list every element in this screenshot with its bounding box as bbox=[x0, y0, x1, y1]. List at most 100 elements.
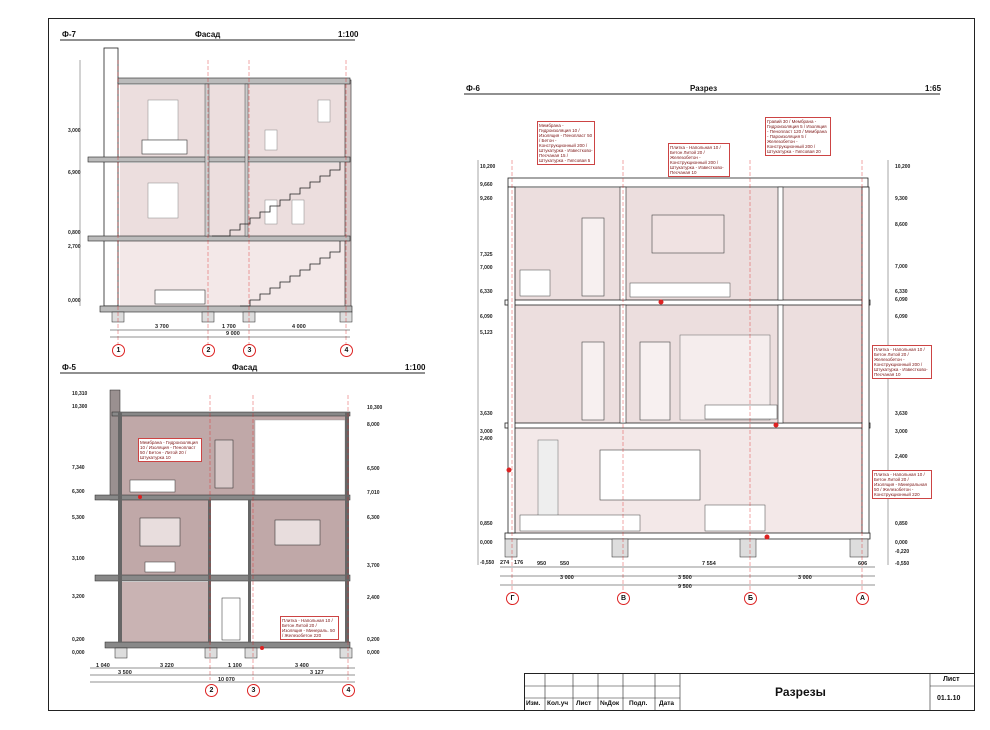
f6-note-2: Плитка - Напольная 10 / Бетон Литой 20 /… bbox=[668, 143, 730, 177]
f7-title: Фасад bbox=[195, 30, 221, 39]
f6-level-r9: 3,000 bbox=[895, 429, 908, 435]
f6-dim-total: 9 500 bbox=[678, 584, 692, 590]
f6-note-5: Плитка - Напольная 10 / Бетон Литой 20 /… bbox=[872, 470, 932, 499]
f6-level-r8: 3,630 bbox=[895, 411, 908, 417]
sheet-label: Лист bbox=[943, 676, 960, 683]
f6-dim-6: 606 bbox=[858, 561, 868, 567]
f6-level-l1: 10,200 bbox=[480, 164, 496, 170]
title-block-lines bbox=[524, 673, 975, 711]
f5-level-r5: 6,300 bbox=[367, 515, 380, 521]
f6-level-l5: 7,000 bbox=[480, 265, 493, 271]
f5-dim-2: 3 220 bbox=[160, 663, 174, 669]
f5-level-r1: 10,300 bbox=[367, 405, 383, 411]
f5-note-1: Мембрана - Гидроизоляция 10 / Изоляция -… bbox=[138, 438, 202, 462]
sheet-frame bbox=[48, 18, 975, 711]
f5-axis-3: 3 bbox=[247, 684, 260, 697]
f5-level-l3: 7,340 bbox=[72, 465, 85, 471]
stamp-izm: Изм. bbox=[526, 700, 541, 707]
f6-dim-mid-3: 3 000 bbox=[798, 575, 812, 581]
f5-dim-5: 3 500 bbox=[118, 670, 132, 676]
f6-dim-mid-2: 3 500 bbox=[678, 575, 692, 581]
f6-dim-3: 950 bbox=[537, 561, 547, 567]
f5-code: Ф-5 bbox=[62, 363, 76, 372]
f7-axis-1: 1 bbox=[112, 344, 125, 357]
f6-level-l7: 6,090 bbox=[480, 314, 493, 320]
f6-code: Ф-6 bbox=[466, 84, 480, 93]
f5-dim-1: 1 040 bbox=[96, 663, 110, 669]
f7-dim-1: 3 700 bbox=[155, 324, 169, 330]
f6-note-4: Плитка - Напольная 10 / Бетон Литой 20 /… bbox=[872, 345, 932, 379]
f6-axis-b: Б bbox=[744, 592, 757, 605]
f6-scale: 1:65 bbox=[925, 84, 942, 93]
f6-dim-4: 550 bbox=[560, 561, 570, 567]
f6-title: Разрез bbox=[690, 84, 718, 93]
stamp-data: Дата bbox=[659, 700, 675, 707]
f6-level-r5: 6,330 bbox=[895, 289, 908, 295]
f5-level-r8: 0,200 bbox=[367, 637, 380, 643]
sheet-number: 01.1.10 bbox=[937, 695, 961, 702]
f6-level-l4: 7,325 bbox=[480, 252, 493, 258]
f6-level-r4: 7,000 bbox=[895, 264, 908, 270]
f6-dim-1: 274 bbox=[500, 560, 510, 566]
f5-dim-total: 10 070 bbox=[218, 677, 235, 683]
f5-level-l1: 10,310 bbox=[72, 391, 88, 397]
f7-dim-total: 9 000 bbox=[226, 331, 240, 337]
sheet-title: Разрезы bbox=[775, 685, 826, 699]
f5-level-l5: 5,300 bbox=[72, 515, 85, 521]
f7-dim-2: 1 700 bbox=[222, 324, 236, 330]
f7-dim-3: 4 000 bbox=[292, 324, 306, 330]
f6-level-l14: -0,550 bbox=[480, 560, 495, 566]
f5-level-r7: 2,400 bbox=[367, 595, 380, 601]
f6-level-r6: 6,090 bbox=[895, 297, 908, 303]
f6-level-r10: 2,400 bbox=[895, 454, 908, 460]
f7-code: Ф-7 bbox=[62, 30, 76, 39]
f6-dim-2: 176 bbox=[514, 560, 524, 566]
f5-level-r9: 0,000 bbox=[367, 650, 380, 656]
f7-axis-2: 2 bbox=[202, 344, 215, 357]
f6-note-3: Гравий 30 / Мембрана - Гидроизоляция 5 /… bbox=[765, 117, 831, 156]
f6-level-r1: 10,200 bbox=[895, 164, 911, 170]
f7-level-4: 2,700 bbox=[68, 244, 81, 250]
f5-level-r6: 3,700 bbox=[367, 563, 380, 569]
f7-axis-4: 4 bbox=[340, 344, 353, 357]
f5-level-l4: 6,300 bbox=[72, 489, 85, 495]
f6-level-l6: 6,330 bbox=[480, 289, 493, 295]
f7-level-5: 0,000 bbox=[68, 298, 81, 304]
f5-level-r2: 8,000 bbox=[367, 422, 380, 428]
f6-section-drawing bbox=[477, 160, 889, 592]
f6-level-l11: 2,400 bbox=[480, 436, 493, 442]
stamp-podp: Подп. bbox=[629, 700, 648, 707]
f6-level-r3: 8,600 bbox=[895, 222, 908, 228]
f5-dim-6: 3 127 bbox=[310, 670, 324, 676]
f6-level-l13: 0,000 bbox=[480, 540, 493, 546]
f7-level-2: 6,900 bbox=[68, 170, 81, 176]
f5-level-l7: 3,200 bbox=[72, 594, 85, 600]
f7-section-drawing bbox=[79, 47, 353, 345]
f5-axis-2: 2 bbox=[205, 684, 218, 697]
f7-level-3: 0,800 bbox=[68, 230, 81, 236]
f5-dim-4: 3 400 bbox=[295, 663, 309, 669]
f7-axis-3: 3 bbox=[243, 344, 256, 357]
f6-level-r7: 6,090 bbox=[895, 314, 908, 320]
f5-level-l6: 3,100 bbox=[72, 556, 85, 562]
f5-axis-4: 4 bbox=[342, 684, 355, 697]
f6-axis-g: Г bbox=[506, 592, 519, 605]
f5-dim-3: 1 100 bbox=[228, 663, 242, 669]
f6-level-l3: 9,260 bbox=[480, 196, 493, 202]
stamp-kol: Кол.уч bbox=[547, 700, 569, 707]
f6-level-l10: 3,000 bbox=[480, 429, 493, 435]
f5-title: Фасад bbox=[232, 363, 258, 372]
f7-scale: 1:100 bbox=[338, 30, 359, 39]
f6-level-r2: 9,300 bbox=[895, 196, 908, 202]
f6-level-r12: 0,000 bbox=[895, 540, 908, 546]
f5-level-r3: 6,500 bbox=[367, 466, 380, 472]
f5-level-r4: 7,010 bbox=[367, 490, 380, 496]
f6-axis-v: В bbox=[617, 592, 630, 605]
f6-dim-5: 7 554 bbox=[702, 561, 716, 567]
f6-dim-mid-1: 3 000 bbox=[560, 575, 574, 581]
f5-level-l8: 0,200 bbox=[72, 637, 85, 643]
f5-level-l9: 0,000 bbox=[72, 650, 85, 656]
stamp-list: Лист bbox=[576, 700, 592, 707]
